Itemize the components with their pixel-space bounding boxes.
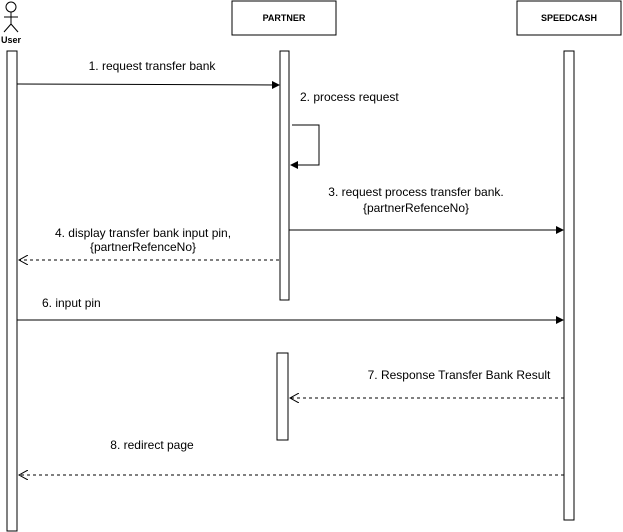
speedcash-participant-label: SPEEDCASH <box>541 13 597 23</box>
message-1-label: 1. request transfer bank <box>89 59 217 73</box>
user-actor-label: User <box>1 35 22 45</box>
message-1-arrow <box>16 80 280 89</box>
message-3-label-line1: 3. request process transfer bank. <box>328 185 503 199</box>
message-2-label: 2. process request <box>300 90 399 104</box>
partner-participant-label: PARTNER <box>263 13 306 23</box>
message-8-label: 8. redirect page <box>110 438 194 452</box>
partner-participant-box <box>231 0 337 36</box>
user-actor-icon <box>3 1 19 33</box>
message-4-label-line1: 4. display transfer bank input pin, <box>55 226 231 240</box>
message-4-label-line2: {partnerRefenceNo} <box>90 240 196 254</box>
user-activation-bar <box>6 50 18 532</box>
speedcash-activation-bar <box>563 50 575 521</box>
speedcash-participant-box <box>516 0 622 36</box>
message-7-label: 7. Response Transfer Bank Result <box>368 368 551 382</box>
message-6-label: 6. input pin <box>42 296 101 310</box>
partner-activation-bar-2 <box>276 352 289 441</box>
partner-activation-bar-1 <box>279 50 290 301</box>
message-3-label-line2: {partnerRefenceNo} <box>363 201 469 215</box>
message-2-self-arrow <box>290 124 320 169</box>
